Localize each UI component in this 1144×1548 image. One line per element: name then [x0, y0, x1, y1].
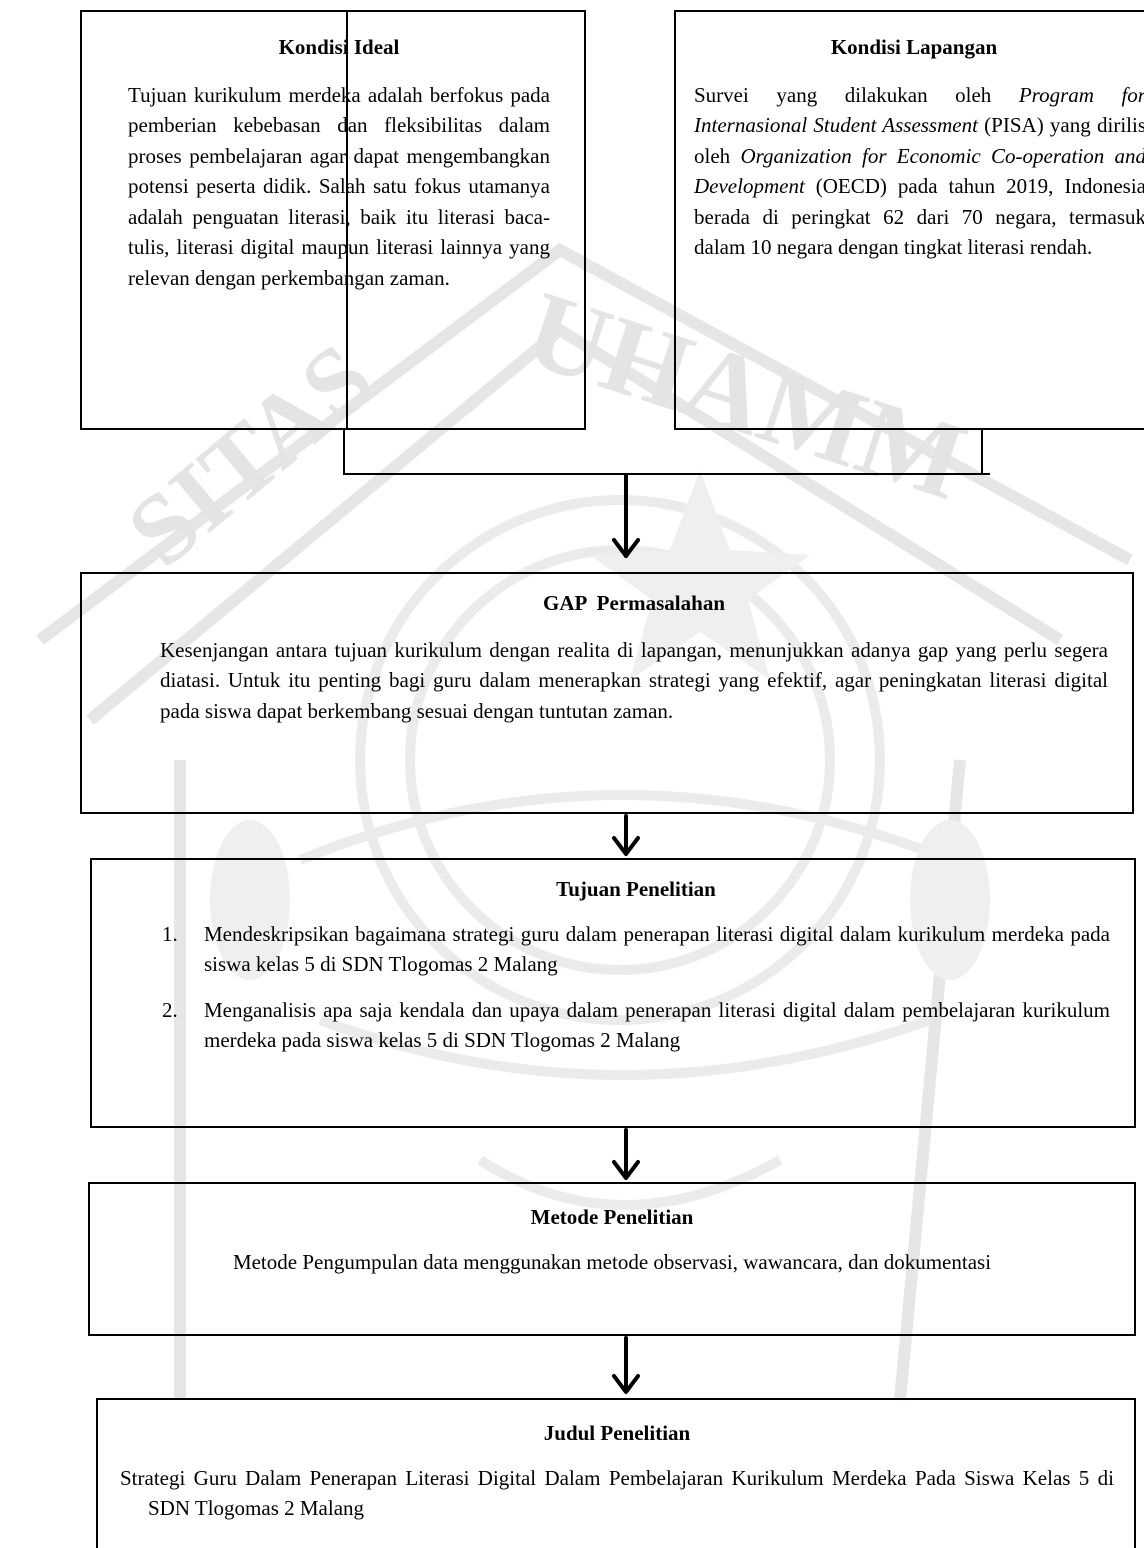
box-judul-penelitian: Judul Penelitian Strategi Guru Dalam Pen… [96, 1398, 1136, 1548]
kondisi-lapangan-text-part-2: (PISA) yang dirilis oleh [694, 113, 1144, 168]
box-gap-permasalahan: GAP Permasalahan Kesenjangan antara tuju… [80, 572, 1134, 814]
gap-text: Kesenjangan antara tujuan kurikulum deng… [160, 637, 1108, 723]
tujuan-list: 1. Mendeskripsikan bagaimana strategi gu… [162, 919, 1110, 1056]
box-kondisi-ideal-frame: Kondisi Ideal Tujuan kurikulum merdeka a… [80, 10, 586, 430]
tujuan-item: 2. Menganalisis apa saja kendala dan upa… [162, 995, 1110, 1056]
box-tujuan-penelitian: Tujuan Penelitian 1. Mendeskripsikan bag… [90, 858, 1136, 1128]
tujuan-item-number: 2. [162, 997, 178, 1022]
tujuan-item-text: Menganalisis apa saja kendala dan upaya … [204, 997, 1110, 1053]
metode-title: Metode Penelitian [530, 1205, 694, 1229]
metode-text: Metode Pengumpulan data menggunakan meto… [232, 1249, 992, 1274]
box-kondisi-lapangan: Kondisi Lapangan Survei yang dilakukan o… [674, 10, 1144, 430]
kondisi-lapangan-italic-2: Organization for Economic Co-operation a… [694, 143, 1144, 199]
tujuan-title: Tujuan Penelitian [556, 877, 716, 901]
box-metode-penelitian: Metode Penelitian Metode Pengumpulan dat… [88, 1182, 1136, 1336]
kondisi-lapangan-text-part-3: (OECD) pada tahun 2019, Indonesia berada… [694, 174, 1144, 259]
tujuan-item: 1. Mendeskripsikan bagaimana strategi gu… [162, 919, 1110, 980]
kondisi-lapangan-text-part-1: Survei yang dilakukan oleh [694, 82, 1019, 107]
kondisi-lapangan-text: Survei yang dilakukan oleh Program for I… [694, 80, 1144, 263]
kondisi-lapangan-title: Kondisi Lapangan [830, 35, 998, 59]
kondisi-lapangan-italic-1: Program for Internasional Student Assess… [694, 82, 1144, 138]
gap-title: GAP Permasalahan [543, 591, 725, 615]
tujuan-item-text: Mendeskripsikan bagaimana strategi guru … [204, 921, 1110, 977]
judul-title: Judul Penelitian [543, 1421, 691, 1445]
kondisi-ideal-text: Tujuan kurikulum merdeka adalah berfokus… [128, 82, 550, 290]
tujuan-item-number: 1. [162, 921, 178, 946]
kondisi-ideal-title: Kondisi Ideal [278, 35, 400, 59]
judul-text: Strategi Guru Dalam Penerapan Literasi D… [120, 1465, 1114, 1521]
